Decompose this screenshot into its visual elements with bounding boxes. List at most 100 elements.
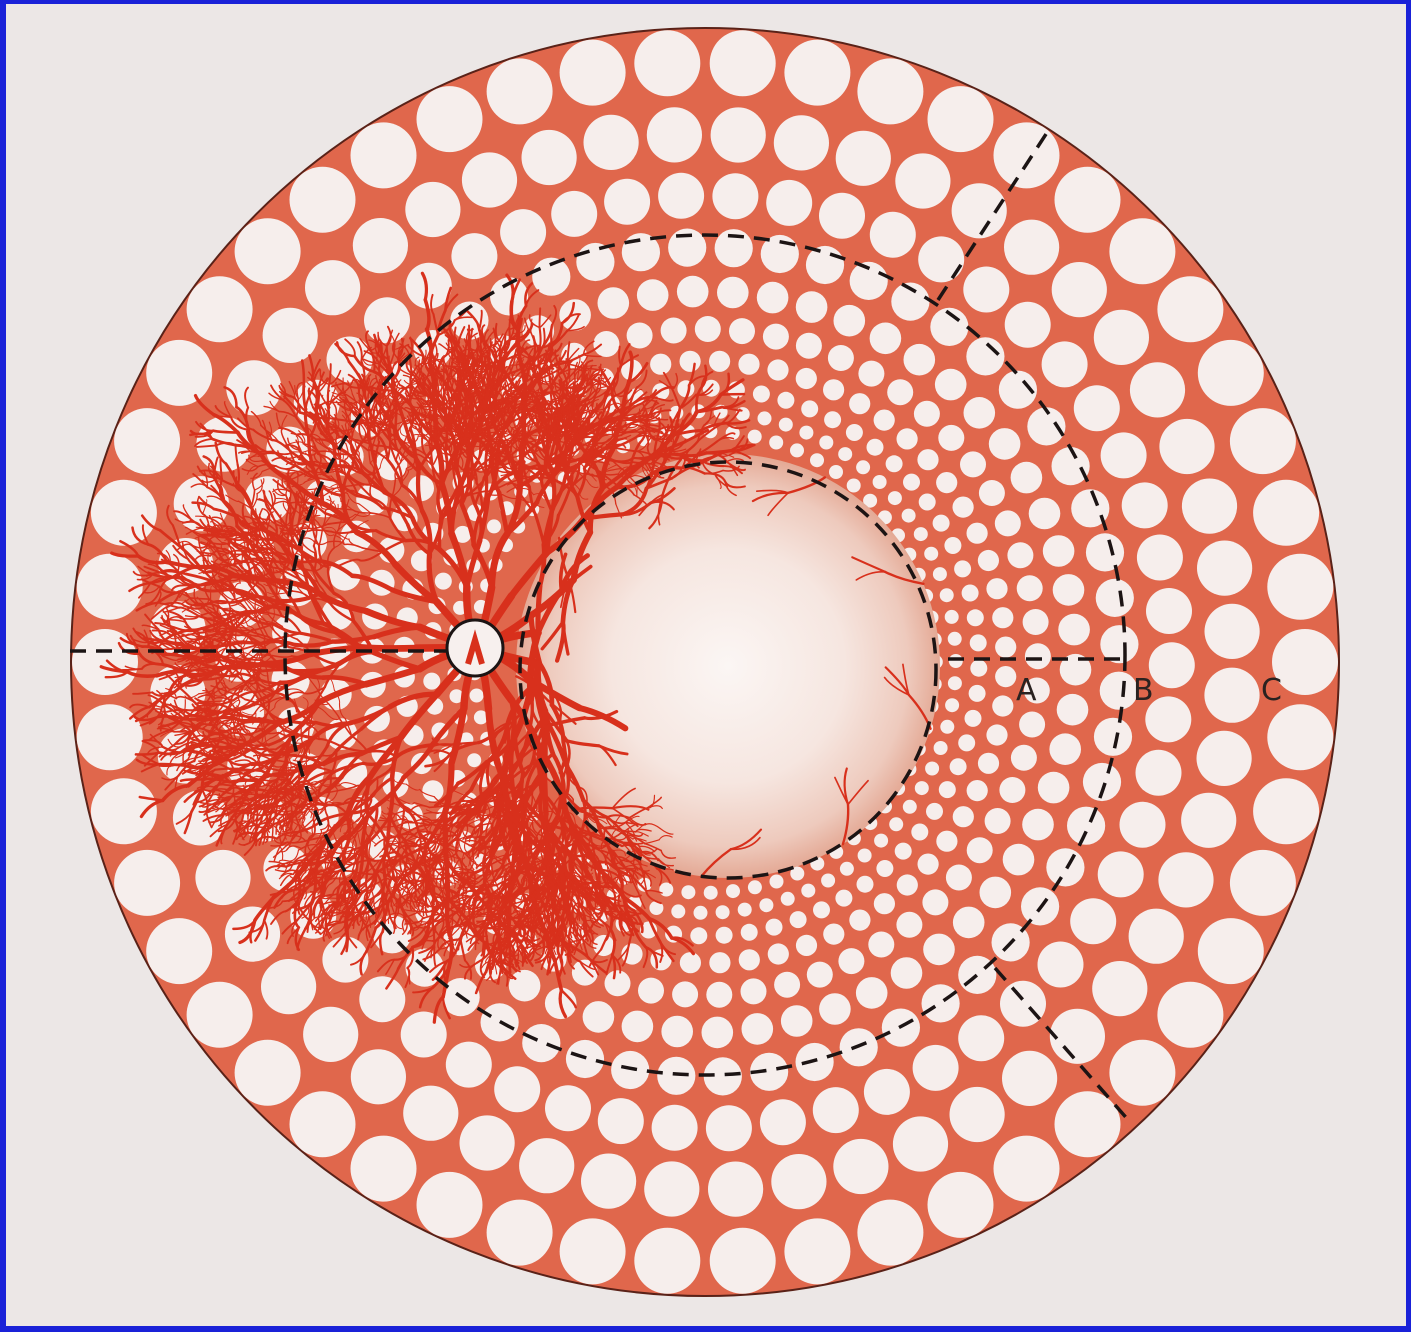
tissue-hole xyxy=(824,411,841,428)
tissue-hole xyxy=(581,1154,636,1209)
tissue-hole xyxy=(114,850,180,916)
tissue-hole xyxy=(985,808,1011,834)
tissue-hole xyxy=(351,1049,406,1104)
tissue-hole xyxy=(435,573,452,590)
tissue-hole xyxy=(417,86,483,152)
tissue-hole xyxy=(709,952,730,973)
tissue-hole xyxy=(487,58,553,124)
tissue-hole xyxy=(403,1086,458,1141)
tissue-hole xyxy=(766,919,783,936)
tissue-hole xyxy=(992,607,1013,628)
tissue-hole xyxy=(738,354,759,375)
tissue-hole xyxy=(710,1228,776,1294)
tissue-hole xyxy=(1267,704,1333,770)
tissue-hole xyxy=(290,1091,356,1157)
tissue-hole xyxy=(995,666,1016,687)
tissue-hole xyxy=(622,1011,654,1043)
tissue-hole xyxy=(918,236,964,282)
tissue-hole xyxy=(560,1218,626,1284)
tissue-hole xyxy=(500,209,546,255)
tissue-hole xyxy=(1092,961,1147,1016)
tissue-hole xyxy=(922,889,948,915)
tissue-hole xyxy=(1109,1040,1175,1106)
tissue-hole xyxy=(644,1161,699,1216)
tissue-hole xyxy=(874,834,888,848)
tissue-hole xyxy=(873,475,887,489)
tissue-hole xyxy=(519,1138,574,1193)
tissue-hole xyxy=(305,260,360,315)
tissue-hole xyxy=(790,443,804,457)
tissue-hole xyxy=(994,122,1060,188)
tissue-hole xyxy=(1029,498,1061,530)
tissue-hole xyxy=(704,886,718,900)
tissue-hole xyxy=(706,982,732,1008)
tissue-hole xyxy=(1159,419,1214,474)
tissue-hole xyxy=(1043,535,1075,567)
tissue-hole xyxy=(807,962,833,988)
tissue-hole xyxy=(948,632,962,646)
tissue-hole xyxy=(77,554,143,620)
tissue-hole xyxy=(583,1001,615,1033)
tissue-hole xyxy=(364,297,410,343)
tissue-hole xyxy=(702,1017,734,1049)
tissue-hole xyxy=(953,497,974,518)
tissue-hole xyxy=(1182,479,1237,534)
tissue-hole xyxy=(522,130,577,185)
tissue-hole xyxy=(637,279,669,311)
tissue-hole xyxy=(422,780,443,801)
tissue-hole xyxy=(114,408,180,474)
tissue-hole xyxy=(967,523,988,544)
tissue-hole xyxy=(963,267,1009,313)
tissue-hole xyxy=(790,911,807,928)
tissue-hole xyxy=(938,425,964,451)
tissue-hole xyxy=(867,439,884,456)
blood-vessel xyxy=(510,894,527,895)
tissue-hole xyxy=(1074,385,1120,431)
tissue-hole xyxy=(857,876,874,893)
tissue-hole xyxy=(969,685,986,702)
tissue-hole xyxy=(741,978,767,1004)
tissue-hole xyxy=(911,824,928,841)
blood-vessel xyxy=(513,792,515,831)
blood-vessel xyxy=(452,911,453,927)
tissue-hole xyxy=(936,831,957,852)
tissue-hole xyxy=(187,276,253,342)
blood-vessel xyxy=(347,929,348,951)
tissue-hole xyxy=(1002,1051,1057,1106)
tissue-hole xyxy=(467,753,481,767)
tissue-hole xyxy=(1057,694,1089,726)
tissue-hole xyxy=(923,934,955,966)
tissue-hole xyxy=(967,609,984,626)
tissue-hole xyxy=(261,959,316,1014)
tissue-hole xyxy=(796,333,822,359)
tissue-hole xyxy=(598,1098,644,1144)
tissue-hole xyxy=(487,1200,553,1266)
tissue-hole xyxy=(933,515,950,532)
tissue-hole xyxy=(813,1087,859,1133)
tissue-hole xyxy=(823,379,844,400)
tissue-hole xyxy=(1120,802,1166,848)
tissue-hole xyxy=(856,460,870,474)
tissue-hole xyxy=(708,1162,763,1217)
tissue-hole xyxy=(933,567,947,581)
tissue-hole xyxy=(887,379,913,405)
tissue-hole xyxy=(857,58,923,124)
tissue-hole xyxy=(545,1085,591,1131)
tissue-hole xyxy=(77,704,143,770)
tissue-hole xyxy=(1050,1009,1105,1064)
tissue-hole xyxy=(849,910,870,931)
tissue-hole xyxy=(796,935,817,956)
tissue-hole xyxy=(858,361,884,387)
tissue-hole xyxy=(225,907,280,962)
tissue-hole xyxy=(801,400,818,417)
tissue-hole xyxy=(235,218,301,284)
tissue-hole xyxy=(235,1040,301,1106)
tissue-hole xyxy=(978,753,999,774)
tissue-hole xyxy=(652,1105,698,1151)
tissue-hole xyxy=(1122,482,1168,528)
tissue-hole xyxy=(799,426,813,440)
tissue-hole xyxy=(967,837,993,863)
tissue-hole xyxy=(1070,898,1116,944)
tissue-hole xyxy=(958,1015,1004,1061)
